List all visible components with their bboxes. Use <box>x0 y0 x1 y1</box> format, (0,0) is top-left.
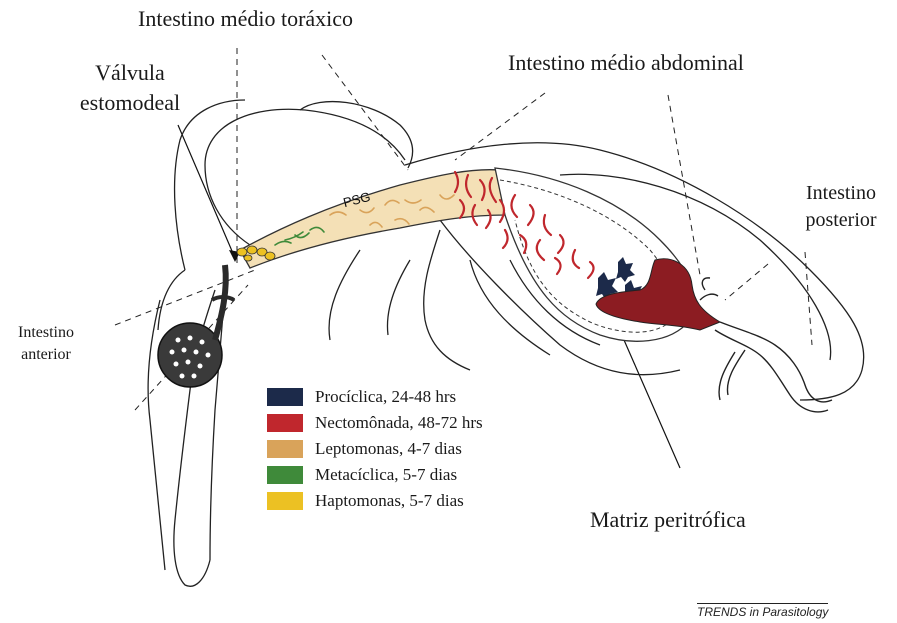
hindgut-line-1: Intestino <box>786 180 896 207</box>
legend-swatch <box>267 466 303 484</box>
thoracic-midgut-label: Intestino médio toráxico <box>138 4 353 34</box>
foregut-line-2: anterior <box>0 344 92 366</box>
legend-item-procyclic: Procíclica, 24-48 hrs <box>267 384 557 410</box>
stomodeal-valve-line-1: Válvula <box>70 58 190 88</box>
foregut-label: Intestino anterior <box>0 322 92 365</box>
credit-text: TRENDS in Parasitology <box>697 603 828 619</box>
stomodeal-valve-line-2: estomodeal <box>70 88 190 118</box>
legend-swatch <box>267 414 303 432</box>
legend-label: Procíclica, 24-48 hrs <box>315 387 456 407</box>
legend-item-haptomonad: Haptomonas, 5-7 dias <box>267 488 557 514</box>
legend-label: Haptomonas, 5-7 dias <box>315 491 464 511</box>
hindgut-label: Intestino posterior <box>786 180 896 234</box>
esophagus <box>215 265 226 340</box>
legend-label: Nectomônada, 48-72 hrs <box>315 413 483 433</box>
legend-swatch <box>267 492 303 510</box>
stomodeal-valve-label: Válvula estomodeal <box>70 58 190 117</box>
legend-item-nectomonad: Nectomônada, 48-72 hrs <box>267 410 557 436</box>
legend-swatch <box>267 388 303 406</box>
legend-label: Leptomonas, 4-7 dias <box>315 439 462 459</box>
abdominal-midgut-label: Intestino médio abdominal <box>508 48 744 78</box>
foregut-line-1: Intestino <box>0 322 92 344</box>
legend-swatch <box>267 440 303 458</box>
legend: Procíclica, 24-48 hrs Nectomônada, 48-72… <box>267 384 557 514</box>
crop <box>158 323 222 387</box>
hindgut-line-2: posterior <box>786 207 896 234</box>
legend-label: Metacíclica, 5-7 dias <box>315 465 457 485</box>
legend-item-leptomonad: Leptomonas, 4-7 dias <box>267 436 557 462</box>
peritrophic-matrix-label: Matriz peritrófica <box>590 505 746 535</box>
legend-item-metacyclic: Metacíclica, 5-7 dias <box>267 462 557 488</box>
